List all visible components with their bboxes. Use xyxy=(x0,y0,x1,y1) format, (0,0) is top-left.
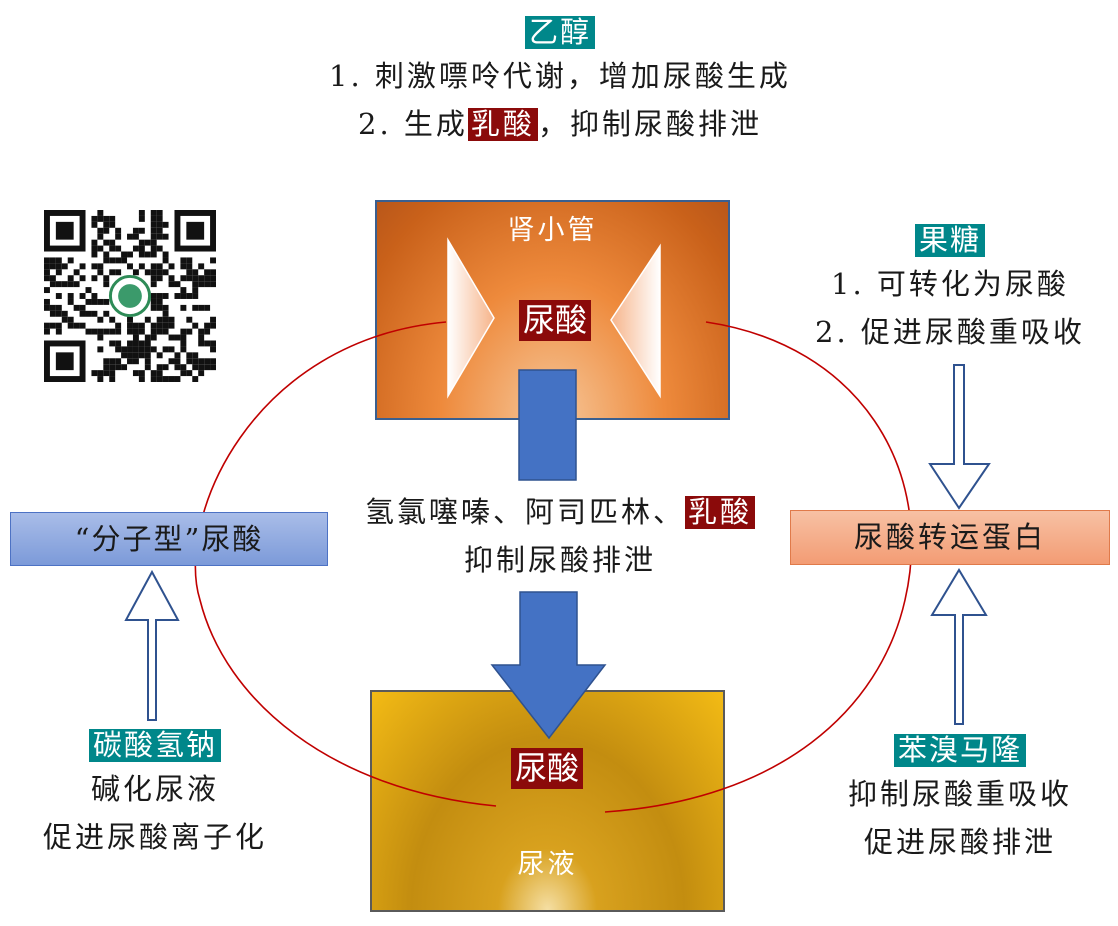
qr-code-icon xyxy=(44,210,216,382)
fructose-label: 果糖 xyxy=(914,223,985,258)
tubule-uric-acid: 尿酸 xyxy=(505,300,605,341)
fructose-group: 果糖 1. 可转化为尿酸 2. 促进尿酸重吸收 xyxy=(800,220,1100,356)
kidney-tubule-label: 肾小管 xyxy=(507,215,598,246)
bicarbonate-label: 碳酸氢钠 xyxy=(88,728,221,763)
lactic-acid-highlight: 乳酸 xyxy=(467,107,538,142)
fructose-effect-1: 1. 可转化为尿酸 xyxy=(831,267,1069,301)
benzbromarone-effect-2: 促进尿酸排泄 xyxy=(863,825,1056,859)
inhibitor-drugs: 氢氯噻嗪、阿司匹林、乳酸 xyxy=(340,488,780,536)
bicarbonate-effect-1: 碱化尿液 xyxy=(90,772,219,806)
ethanol-label: 乙醇 xyxy=(524,15,595,50)
inhibitor-group: 氢氯噻嗪、阿司匹林、乳酸 抑制尿酸排泄 xyxy=(340,488,780,584)
benzbromarone-label: 苯溴马隆 xyxy=(893,733,1026,768)
bicarbonate-effect-2: 促进尿酸离子化 xyxy=(42,820,267,854)
bicarbonate-group: 碳酸氢钠 碱化尿液 促进尿酸离子化 xyxy=(20,725,290,861)
urine-label: 尿液 xyxy=(517,849,578,880)
ethanol-effect-2: 2. 生成乳酸，抑制尿酸排泄 xyxy=(358,107,762,142)
urate-transporter-box: 尿酸转运蛋白 xyxy=(790,510,1110,565)
urine-uric-acid: 尿酸 xyxy=(497,748,597,789)
fructose-effect-2: 2. 促进尿酸重吸收 xyxy=(815,315,1085,349)
molecular-uric-acid-box: “分子型”尿酸 xyxy=(10,512,328,566)
benzbromarone-group: 苯溴马隆 抑制尿酸重吸收 促进尿酸排泄 xyxy=(820,730,1100,866)
ethanol-effect-1: 1. 刺激嘌呤代谢，增加尿酸生成 xyxy=(329,59,791,93)
urine-box: 尿液 xyxy=(370,690,725,912)
benzbromarone-effect-1: 抑制尿酸重吸收 xyxy=(847,777,1072,811)
ethanol-group: 乙醇 1. 刺激嘌呤代谢，增加尿酸生成 2. 生成乳酸，抑制尿酸排泄 xyxy=(260,12,860,148)
inhibitor-effect: 抑制尿酸排泄 xyxy=(463,543,656,577)
lactic-acid-highlight-2: 乳酸 xyxy=(685,495,756,530)
